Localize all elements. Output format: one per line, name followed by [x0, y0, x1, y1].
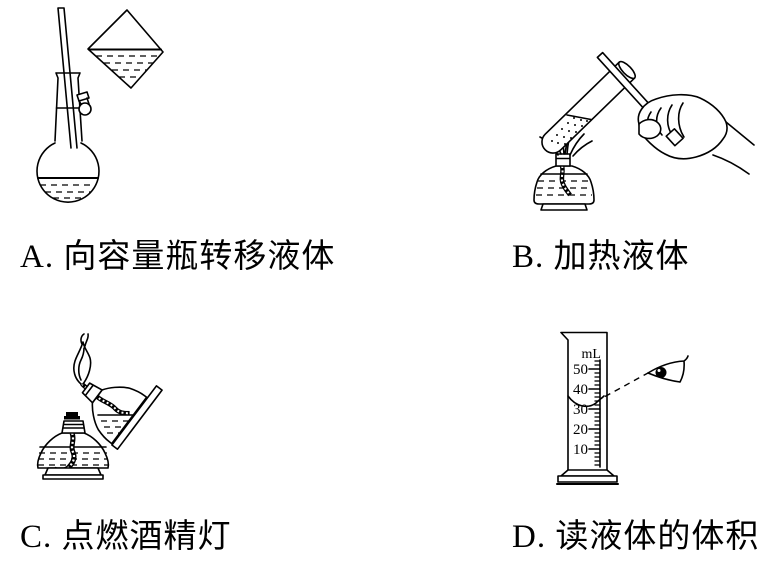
scale-label-20: 20	[573, 422, 588, 438]
hand	[637, 93, 755, 175]
volumetric-flask	[36, 72, 100, 203]
lamp-flame	[73, 333, 92, 385]
meniscus-curve	[567, 395, 605, 408]
sight-line	[604, 372, 649, 398]
flask-stopper	[76, 91, 92, 116]
option-b-label: B. 加热液体	[512, 239, 690, 275]
figure-b-heating-test-tube	[533, 51, 755, 211]
scale-label-50: 50	[573, 362, 588, 378]
scale-label-10: 10	[573, 442, 588, 458]
figure-c-lighting-alcohol-lamp	[36, 333, 163, 480]
thumb	[638, 118, 662, 140]
figure-a-transfer-to-volumetric-flask	[36, 7, 164, 203]
graduated-cylinder: mL 50 40 30 20 10	[556, 331, 619, 485]
liquid-dots	[551, 117, 588, 145]
scale-label-40: 40	[573, 382, 588, 398]
option-c-label: C. 点燃酒精灯	[20, 519, 232, 555]
test-tube	[541, 60, 637, 154]
eye-icon	[647, 355, 689, 383]
tilted-beaker	[87, 9, 164, 89]
option-d-label: D. 读液体的体积	[512, 519, 760, 555]
glass-rod	[57, 7, 78, 149]
cylinder-unit-label: mL	[582, 347, 601, 362]
holder-handle-tip	[665, 128, 684, 147]
major-ticks	[588, 368, 601, 450]
option-a-label: A. 向容量瓶转移液体	[20, 239, 336, 275]
minor-ticks	[594, 360, 600, 466]
figure-d-reading-cylinder: mL 50 40 30 20 10	[556, 331, 689, 485]
upright-lamp	[36, 412, 110, 480]
tilted-lamp-wick	[80, 382, 130, 416]
arm-lines	[712, 121, 755, 175]
scale-label-30: 30	[573, 402, 588, 418]
tilted-lamp	[91, 385, 163, 450]
alcohol-lamp	[533, 153, 595, 211]
